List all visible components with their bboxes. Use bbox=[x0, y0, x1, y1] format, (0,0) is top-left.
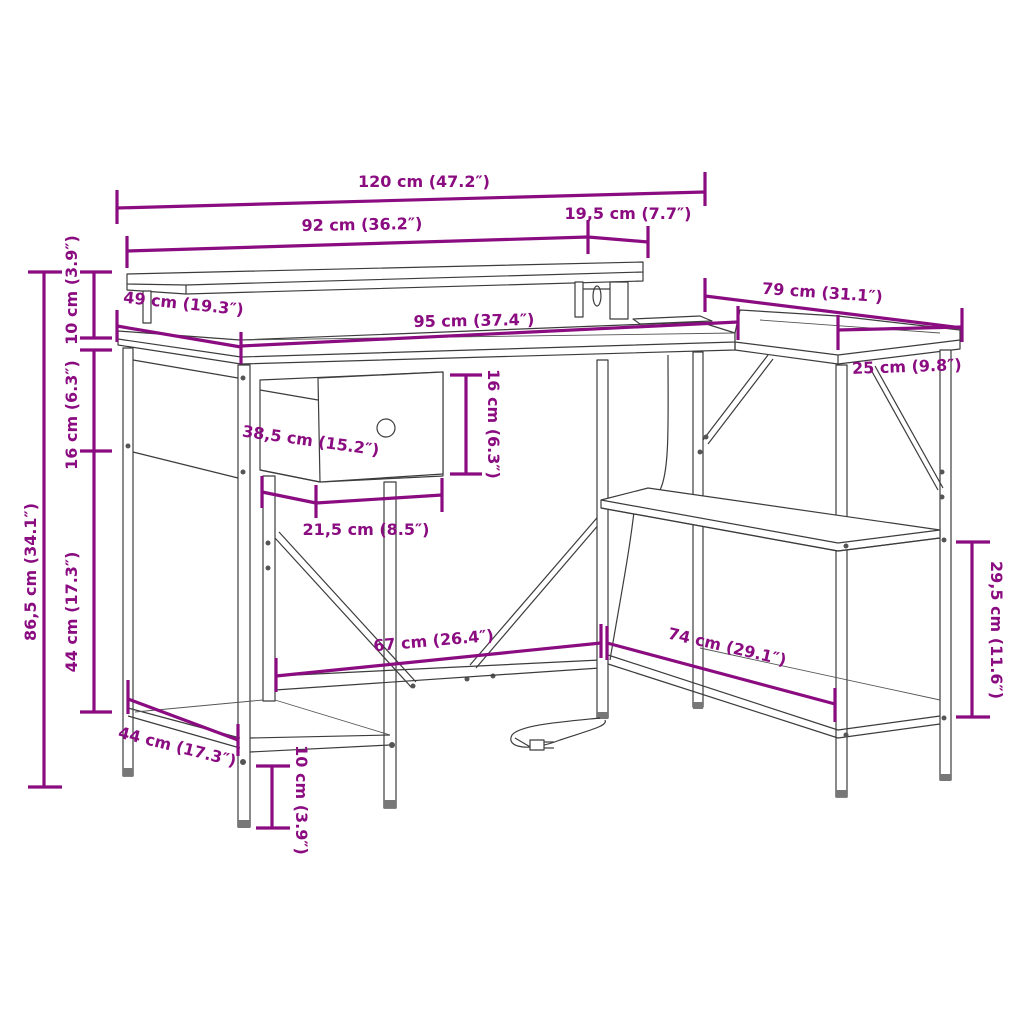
label-total-height: 86,5 cm (34.1″) bbox=[21, 503, 40, 641]
monitor-shelf bbox=[126, 261, 713, 325]
label-shelf-depth: 19,5 cm (7.7″) bbox=[565, 204, 692, 223]
label-monitor-shelf-width: 92 cm (36.2″) bbox=[301, 214, 422, 235]
power-strip-icon bbox=[592, 285, 602, 307]
label-drawer-height: 16 cm (6.3″) bbox=[484, 369, 503, 479]
dimension-lines bbox=[28, 172, 990, 830]
label-main-desk-width: 95 cm (37.4″) bbox=[413, 310, 534, 331]
label-under-desk-height: 44 cm (17.3″) bbox=[62, 552, 81, 673]
label-total-width: 120 cm (47.2″) bbox=[358, 172, 490, 191]
left-legs bbox=[122, 347, 251, 828]
power-plug-icon bbox=[529, 739, 545, 751]
label-floor-clearance: 10 cm (3.9″) bbox=[292, 745, 311, 855]
side-unit bbox=[600, 349, 952, 798]
label-drawer-zone-height: 16 cm (6.3″) bbox=[62, 360, 81, 470]
label-drawer-width: 21,5 cm (8.5″) bbox=[303, 520, 430, 539]
drawer-handle-icon bbox=[376, 418, 396, 438]
corner-legs bbox=[510, 351, 704, 751]
drawer bbox=[259, 371, 444, 809]
side-desktop bbox=[734, 309, 961, 365]
bottom-rails bbox=[127, 659, 601, 765]
label-side-length: 79 cm (31.1″) bbox=[761, 279, 883, 306]
label-side-shelf-depth: 25 cm (9.8″) bbox=[852, 355, 962, 378]
desk-drawing bbox=[117, 261, 961, 828]
label-riser-height: 10 cm (3.9″) bbox=[62, 235, 81, 345]
label-side-shelf-spacing: 29,5 cm (11.6″) bbox=[987, 561, 1006, 699]
